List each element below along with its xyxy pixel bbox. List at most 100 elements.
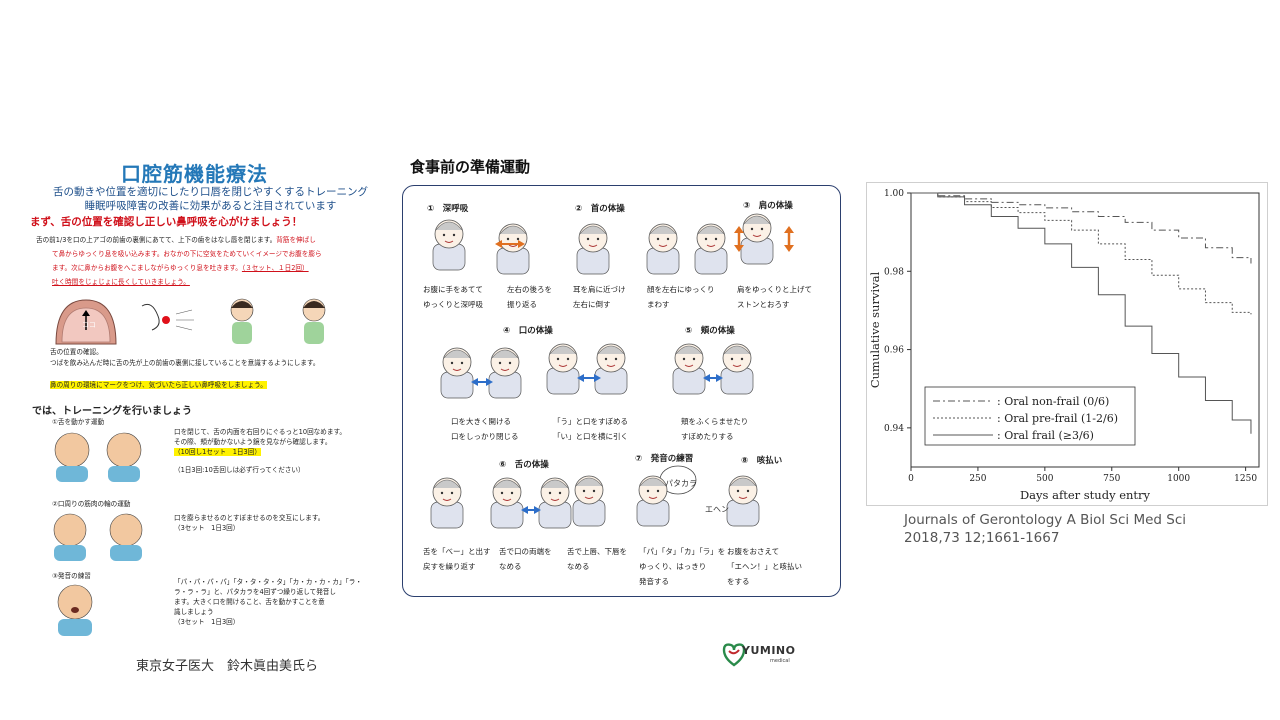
- step-title-13: ⑧ 咳払い: [741, 456, 783, 466]
- exercise-2-illustration: [53, 513, 143, 561]
- y-tick-label: 1.00: [884, 189, 904, 199]
- legend-label-1: : Oral non-frail (0/6): [997, 395, 1109, 408]
- y-tick-label: 0.94: [884, 424, 904, 434]
- tongue-check-1: 舌の位置の確認。: [50, 348, 103, 356]
- journal-citation: Journals of Gerontology A Biol Sci Med S…: [904, 511, 1186, 547]
- elderly-figure-icon: [488, 347, 522, 399]
- survival-line-2: [911, 192, 1252, 315]
- step-caption-2-1: 左右の後ろを: [507, 285, 552, 294]
- step-caption-11-1: 舌で上唇、下唇を: [567, 547, 627, 556]
- elderly-figure-icon: [594, 343, 628, 395]
- elderly-figure-icon: [546, 343, 580, 395]
- step-caption-3-2: 左右に倒す: [573, 300, 611, 309]
- legend-label-3: : Oral frail (≥3/6): [997, 429, 1094, 442]
- step-caption-5-1: 肩をゆっくりと上げて: [737, 285, 812, 294]
- instruction-line-3: ます。次に鼻からお腹をへこましながらゆっくり息を吐きます。（３セット、１日2回）: [52, 262, 387, 274]
- instruction-1b: 背筋を伸ばし: [276, 236, 316, 244]
- exercise-3-text-5: （3セット 1日3回）: [174, 618, 240, 626]
- elderly-figure-icon: [672, 343, 706, 395]
- elderly-figure-icon: [726, 475, 760, 527]
- exercise-3-text-1: 「パ・パ・パ・パ」「タ・タ・タ・タ」「カ・カ・カ・カ」「ラ・: [174, 578, 362, 586]
- turn-arrow-icon: [495, 240, 525, 248]
- step-caption-7-2: 「い」と口を横に引く: [553, 432, 628, 441]
- x-tick-label: 1000: [1167, 474, 1190, 484]
- journal-line-1: Journals of Gerontology A Biol Sci Med S…: [904, 512, 1186, 528]
- step-caption-12-1: 「パ」「タ」「カ」「ラ」を: [639, 547, 726, 556]
- exercise-3-text-2: ラ・ラ・ラ」と、パタカラを4回ずつ繰り返して発音し: [174, 588, 336, 596]
- logo-sub: medical: [770, 658, 790, 664]
- warning-text: まず、舌の位置を確認し正しい鼻呼吸を心がけましょう！: [30, 216, 303, 228]
- step-caption-10-2: なめる: [499, 562, 522, 571]
- instruction-3b: （３セット、１日2回）: [241, 264, 309, 272]
- step-caption-13-2: 「エヘン！」と咳払い: [727, 562, 802, 571]
- exercise-3-text-3: ます。大きく口を開けること、舌を動かすことを意: [174, 598, 325, 606]
- double-arrow-icon: [577, 374, 601, 382]
- step-caption-4-1: 顔を左右にゆっくり: [647, 285, 715, 294]
- step-caption-6-2: 口をしっかり閉じる: [451, 432, 519, 441]
- exercise-2-text-2: （3セット 1日3回）: [174, 524, 240, 532]
- legend-label-2: : Oral pre-frail (1-2/6): [997, 412, 1118, 425]
- step-caption-7-1: 「う」と口をすぼめる: [553, 417, 628, 426]
- y-axis-label: Cumulative survival: [868, 272, 882, 389]
- step-caption-12-3: 発音する: [639, 577, 669, 586]
- elderly-figure-icon: [740, 213, 774, 265]
- double-arrow-icon: [471, 378, 493, 386]
- instruction-3a: ます。次に鼻からお腹をへこましながらゆっくり息を吐きます。: [52, 264, 242, 272]
- yumino-logo: [722, 643, 746, 667]
- exercise-figures: [430, 213, 794, 529]
- panel-subtitle-1: 舌の動きや位置を適切にしたり口唇を閉じやすくするトレーニング: [53, 186, 368, 198]
- training-heading: では、トレーニングを行いましょう: [32, 406, 192, 417]
- woman-exhale-illustration: [302, 298, 326, 344]
- survival-line-3: [911, 192, 1252, 434]
- exercise-2-title: ②口周りの筋肉の輪の運動: [52, 500, 131, 508]
- nose-breath-highlight: 鼻の周りの環境にマークをつけ、気づいたら正しい鼻呼吸をしましょう。: [50, 379, 267, 391]
- exercise-2-text-1: 口を膨らませるのとすぼませるのを交互にします。: [174, 514, 325, 522]
- elderly-figure-icon: [576, 223, 610, 275]
- step-caption-5-2: ストンとおろす: [737, 300, 790, 309]
- exercise-1-illustration: [54, 432, 142, 482]
- credit-text: 東京女子医大 鈴木眞由美氏ら: [136, 659, 319, 674]
- elderly-figure-icon: [440, 347, 474, 399]
- exercise-1-highlight: （10回し1セット 1日3回）: [174, 448, 261, 456]
- y-tick-label: 0.96: [884, 346, 904, 356]
- double-arrow-icon: [703, 374, 723, 382]
- exercise-1-title: ①舌を動かす運動: [52, 418, 105, 426]
- nose-breath-illustration: [141, 303, 194, 331]
- tongue-label: ココ: [82, 321, 96, 329]
- elderly-figure-icon: [646, 223, 680, 275]
- heart-accent-icon: [728, 649, 740, 655]
- exercise-3-illustration: [57, 584, 93, 636]
- x-tick-label: 1250: [1234, 474, 1257, 484]
- step-title-2: ② 首の体操: [575, 204, 625, 214]
- step-caption-1-1: お腹に手をあてて: [423, 285, 483, 294]
- shoulder-arrows-icon: [734, 226, 794, 252]
- step-caption-2-2: 振り返る: [507, 300, 537, 309]
- elderly-figure-icon: [720, 343, 754, 395]
- exercise-3-title: ③発音の練習: [52, 572, 91, 580]
- step-caption-3-1: 耳を肩に近づけ: [573, 285, 626, 294]
- panel-subtitle-2: 睡眠呼吸障害の改善に効果があると注目されています: [84, 200, 337, 212]
- step-caption-13-1: お腹をおさえて: [727, 547, 780, 556]
- step-caption-12-2: ゆっくり、はっきり: [639, 562, 707, 571]
- exercise-1-text-3: （10回し1セット 1日3回）: [174, 446, 261, 458]
- x-tick-label: 0: [908, 474, 914, 484]
- heart-icon: [722, 643, 746, 667]
- step-title-5: ③ 肩の体操: [743, 201, 793, 211]
- double-arrow-icon: [521, 506, 541, 514]
- oral-myofunctional-panel: 口腔筋機能療法 舌の動きや位置を適切にしたり口唇を閉じやすくするトレーニング 睡…: [26, 150, 387, 674]
- elderly-figure-icon: [430, 477, 464, 529]
- instruction-line-4: 吐く時間をじょじょに長くしていきましょう。: [52, 278, 190, 286]
- instruction-line-1: 舌の前1/3を口の上アゴの前歯の裏側にあてて、上下の歯をはなし唇を閉じます。背筋…: [36, 234, 386, 246]
- logo-name: YUMINO: [742, 644, 796, 657]
- step-caption-1-2: ゆっくりと深呼吸: [423, 300, 483, 309]
- step-caption-8-1: 頬をふくらませたり: [681, 417, 749, 426]
- step-caption-8-2: すぼめたりする: [681, 432, 734, 441]
- exercise-1-text-1: 口を閉じて、舌の内面を右回りにぐるっと10回なめます。: [174, 428, 346, 436]
- step-caption-4-2: まわす: [647, 300, 670, 309]
- elderly-figure-icon: [496, 223, 530, 275]
- elderly-figure-icon: [490, 477, 524, 529]
- step-caption-9-2: 戻すを繰り返す: [423, 562, 476, 571]
